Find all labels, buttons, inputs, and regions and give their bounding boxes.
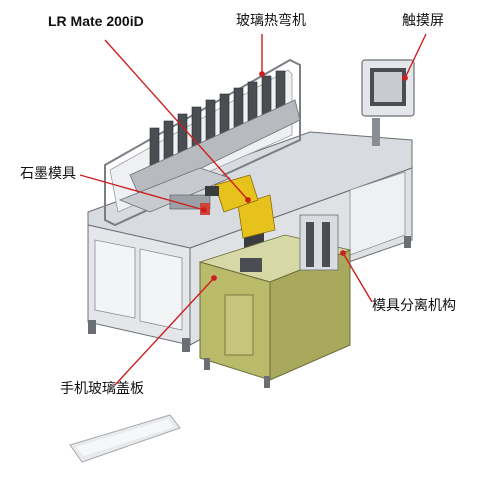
callout-lines — [79, 33, 427, 386]
label-graphite-mold: 石墨模具 — [20, 166, 76, 182]
callout-mold — [79, 174, 205, 211]
callout-robot — [104, 39, 249, 201]
callout-cover-dot — [211, 275, 217, 281]
label-robot-model: LR Mate 200iD — [48, 13, 144, 29]
label-phone-glass-cover: 手机玻璃盖板 — [60, 381, 144, 397]
callout-separator-dot — [340, 250, 346, 256]
label-glass-bender: 玻璃热弯机 — [236, 13, 306, 29]
callout-robot-dot — [245, 197, 251, 203]
glass-bender — [104, 58, 301, 227]
label-touchscreen: 触摸屏 — [402, 13, 444, 29]
touchscreen-unit — [361, 59, 415, 146]
callout-touchscreen — [404, 33, 427, 79]
callout-bender-dot — [259, 71, 265, 77]
separator-cabinet — [198, 214, 352, 388]
callout-touchscreen-dot — [402, 75, 408, 81]
callout-cover — [114, 277, 215, 386]
callout-mold-dot — [201, 207, 207, 213]
callout-separator — [342, 252, 373, 303]
label-mold-separator: 模具分离机构 — [372, 298, 456, 314]
glass-cover-sample — [69, 414, 181, 463]
